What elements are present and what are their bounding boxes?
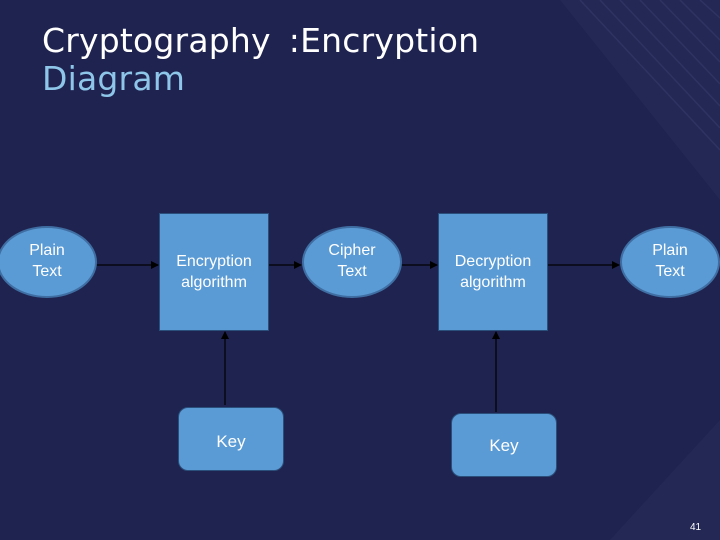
plain-text-input-node: Plain Text xyxy=(0,226,97,298)
slide-title: Cryptography:Encryption Diagram xyxy=(42,22,479,98)
title-subtitle: Encryption xyxy=(300,21,480,60)
title-line-1: Cryptography:Encryption xyxy=(42,22,479,60)
key-label-decryption: Key xyxy=(489,436,519,455)
cipher-text-label: Cipher Text xyxy=(328,242,376,280)
encryption-algorithm-node: Encryption algorithm xyxy=(159,213,269,331)
key-node-decryption: Key xyxy=(451,413,557,477)
key-label-encryption: Key xyxy=(216,432,246,451)
title-separator: : xyxy=(288,21,301,60)
key-node-encryption: Key xyxy=(178,407,284,471)
decryption-algorithm-label: Decryption algorithm xyxy=(454,253,532,291)
title-main: Cryptography xyxy=(42,21,271,60)
decryption-algorithm-node: Decryption algorithm xyxy=(438,213,548,331)
page-number: 41 xyxy=(690,522,702,533)
plain-text-output-node: Plain Text xyxy=(620,226,720,298)
title-line-2: Diagram xyxy=(42,59,186,98)
encryption-algorithm-label: Encryption algorithm xyxy=(176,253,252,291)
plain-text-input-label: Plain Text xyxy=(29,242,65,280)
plain-text-output-label: Plain Text xyxy=(652,242,688,280)
cipher-text-node: Cipher Text xyxy=(302,226,402,298)
